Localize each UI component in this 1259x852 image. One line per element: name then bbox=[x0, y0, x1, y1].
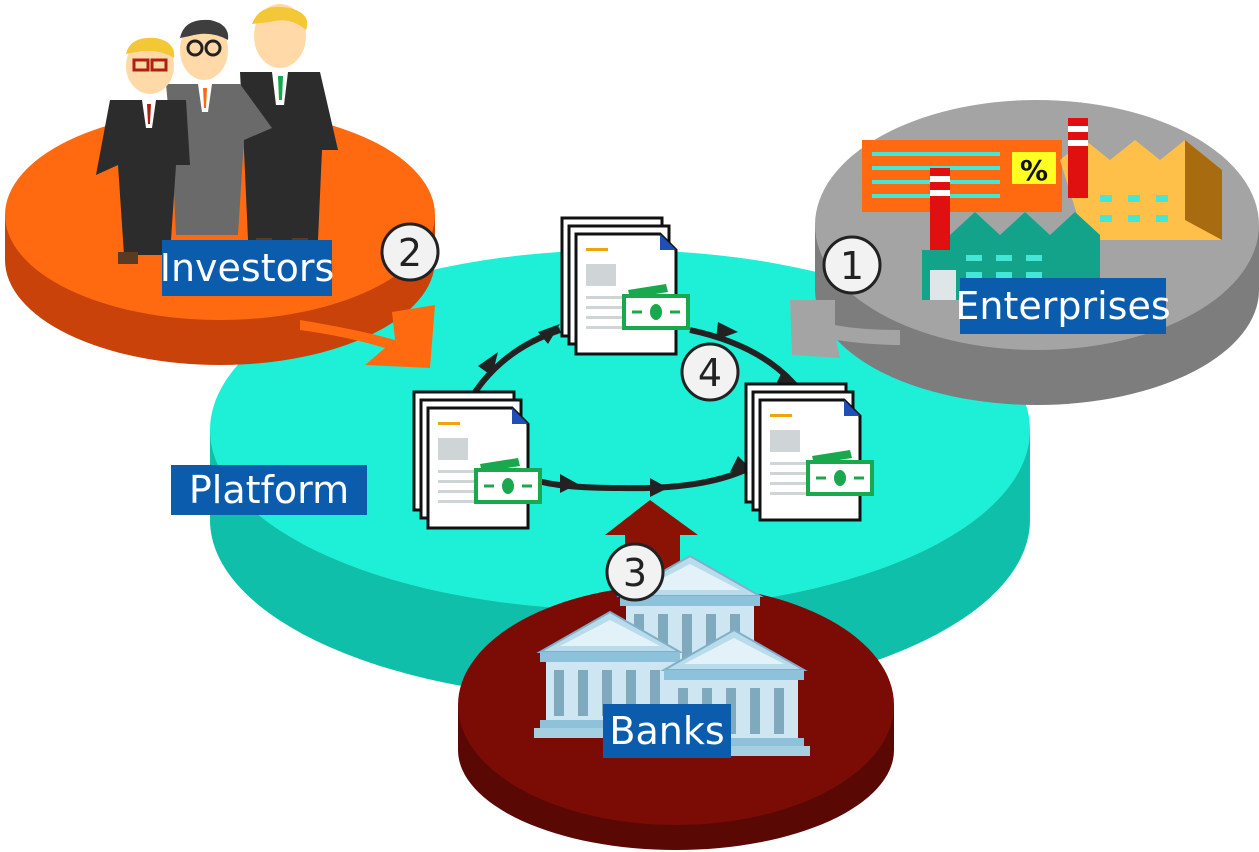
enterprises-label: Enterprises bbox=[955, 278, 1171, 334]
svg-text:Platform: Platform bbox=[189, 468, 349, 512]
step-2-badge: 2 bbox=[380, 222, 440, 282]
factory-sign: % bbox=[1020, 154, 1048, 187]
svg-text:3: 3 bbox=[623, 551, 647, 595]
document-stack-top bbox=[560, 216, 690, 356]
step-1-badge: 1 bbox=[822, 235, 882, 295]
investors-arrow bbox=[300, 305, 435, 368]
investors-people-icon bbox=[96, 4, 338, 264]
svg-text:1: 1 bbox=[840, 244, 864, 288]
enterprises-arrow bbox=[790, 300, 900, 358]
svg-text:4: 4 bbox=[698, 351, 722, 395]
step-3-badge: 3 bbox=[605, 542, 665, 602]
step-4-badge: 4 bbox=[680, 342, 740, 402]
svg-text:2: 2 bbox=[398, 231, 422, 275]
svg-text:Banks: Banks bbox=[609, 709, 724, 753]
factories-icon: % bbox=[862, 118, 1222, 300]
svg-text:Investors: Investors bbox=[160, 246, 335, 290]
investors-label: Investors bbox=[160, 240, 335, 296]
banks-label: Banks bbox=[603, 704, 731, 758]
svg-text:Enterprises: Enterprises bbox=[955, 284, 1170, 328]
document-stack-right bbox=[744, 382, 874, 522]
document-stack-left bbox=[412, 390, 542, 530]
platform-label: Platform bbox=[171, 465, 367, 515]
